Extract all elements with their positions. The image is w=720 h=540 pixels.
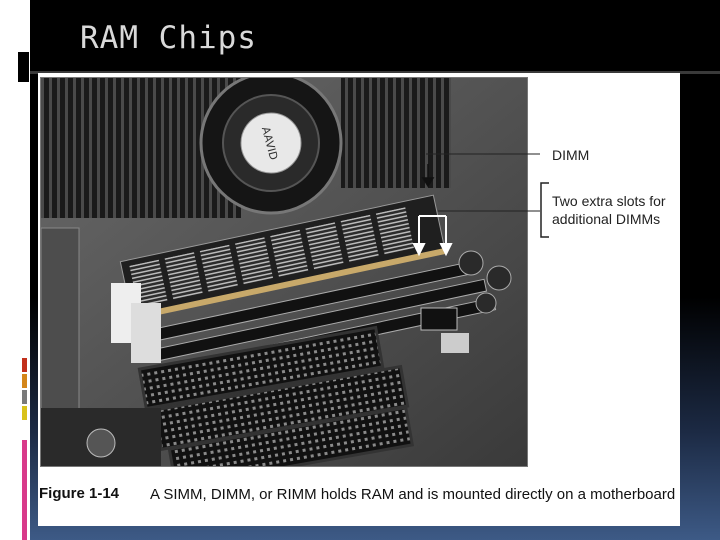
capacitors (458, 250, 512, 314)
cpu-fan-icon: AAVID (199, 78, 343, 215)
motherboard-photo: AAVID (40, 77, 528, 467)
dimm-arrow-icon (421, 164, 435, 188)
accent-bar-pink (22, 440, 27, 540)
slot-arrow-icon (412, 215, 453, 257)
title-accent-block (18, 52, 29, 82)
callout-leaders (426, 153, 549, 238)
jumper-block (441, 333, 469, 353)
slot-latch-left-2 (131, 303, 161, 363)
callout-dimm: DIMM (552, 147, 590, 163)
figure-panel: AAVID (38, 73, 680, 526)
callout-extra-slots-line2: additional DIMMs (552, 211, 661, 227)
ide-connectors (137, 325, 415, 466)
accent-bar-gray (22, 390, 27, 404)
motherboard-illustration: AAVID (41, 78, 527, 466)
figure-number: Figure 1-14 (39, 485, 120, 502)
title-accent-rule (30, 71, 720, 74)
figure-caption: A SIMM, DIMM, or RIMM holds RAM and is m… (150, 486, 676, 503)
dimm-module (119, 194, 446, 321)
callout-extra-slots-line1: Two extra slots for (552, 193, 666, 209)
chip (420, 307, 458, 331)
accent-bar-yellow (22, 406, 27, 420)
accent-bar-red (22, 358, 27, 372)
slide-title: RAM Chips (80, 20, 257, 56)
heatsink-fins-right (341, 78, 451, 188)
accent-bar-orange (22, 374, 27, 388)
